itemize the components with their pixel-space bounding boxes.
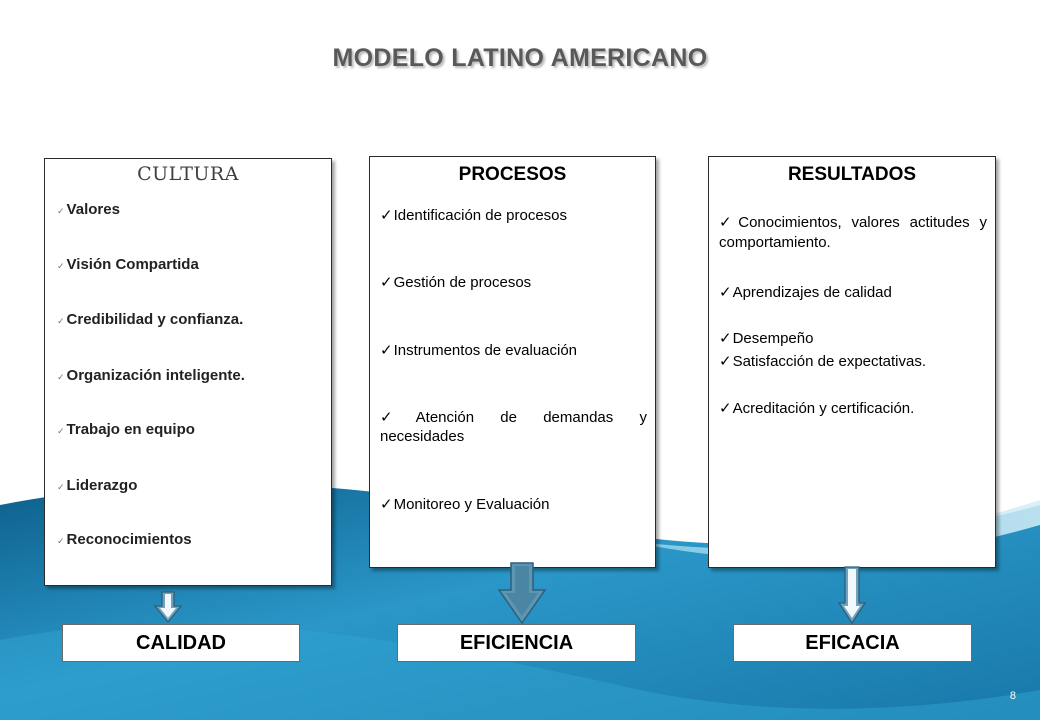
- procesos-box: PROCESOS ✓Identificación de procesos ✓Ge…: [369, 156, 656, 568]
- cultura-item-valores: ✓Valores: [57, 201, 120, 218]
- resultados-item-acreditacion: ✓Acreditación y certificación.: [719, 400, 915, 417]
- procesos-item-identificacion: ✓Identificación de procesos: [380, 207, 568, 224]
- check-icon: ✓: [57, 372, 65, 382]
- resultados-item-aprendizajes: ✓Aprendizajes de calidad: [719, 284, 892, 301]
- cultura-box: CULTURA ✓Valores ✓Visión Compartida ✓Cre…: [44, 158, 332, 586]
- down-arrow-icon: [838, 566, 866, 624]
- cultura-item-trabajo: ✓Trabajo en equipo: [57, 421, 195, 438]
- resultados-item-conocimientos: ✓Conocimientos, valores actitudes y comp…: [719, 214, 987, 251]
- check-icon: ✓: [719, 330, 732, 347]
- outcome-eficacia: EFICACIA: [733, 624, 972, 662]
- page-number: 8: [1009, 690, 1016, 702]
- cultura-item-organizacion: ✓Organización inteligente.: [57, 367, 245, 384]
- procesos-item-instrumentos: ✓Instrumentos de evaluación: [380, 342, 578, 359]
- check-icon: ✓: [57, 316, 65, 326]
- check-icon: ✓: [719, 214, 738, 231]
- down-arrow-icon: [498, 562, 546, 624]
- procesos-item-monitoreo: ✓Monitoreo y Evaluación: [380, 496, 550, 513]
- outcome-eficiencia: EFICIENCIA: [397, 624, 636, 662]
- cultura-item-credibilidad: ✓Credibilidad y confianza.: [57, 311, 244, 328]
- outcome-calidad: CALIDAD: [62, 624, 300, 662]
- cultura-heading: CULTURA: [137, 163, 239, 185]
- check-icon: ✓: [719, 353, 732, 370]
- check-icon: ✓: [380, 207, 393, 224]
- check-icon: ✓: [719, 284, 732, 301]
- resultados-heading: RESULTADOS: [787, 164, 917, 185]
- check-icon: ✓: [380, 496, 393, 513]
- check-icon: ✓: [57, 426, 65, 436]
- procesos-item-gestion: ✓Gestión de procesos: [380, 274, 532, 291]
- procesos-heading: PROCESOS: [458, 164, 567, 185]
- cultura-item-vision: ✓Visión Compartida: [57, 256, 199, 273]
- resultados-item-desempeno: ✓Desempeño: [719, 330, 814, 347]
- slide-title: MODELO LATINO AMERICANO: [332, 44, 708, 72]
- cultura-item-reconocimientos: ✓Reconocimientos: [57, 531, 192, 548]
- procesos-item-atencion: ✓Atención de demandas y necesidades: [380, 409, 647, 445]
- check-icon: ✓: [380, 342, 393, 359]
- check-icon: ✓: [57, 536, 65, 546]
- check-icon: ✓: [57, 261, 65, 271]
- check-icon: ✓: [380, 274, 393, 291]
- cultura-item-liderazgo: ✓Liderazgo: [57, 477, 138, 494]
- down-arrow-icon: [154, 591, 182, 623]
- resultados-box: RESULTADOS ✓Conocimientos, valores actit…: [708, 156, 996, 568]
- check-icon: ✓: [380, 409, 415, 426]
- resultados-item-satisfaccion: ✓Satisfacción de expectativas.: [719, 353, 927, 370]
- check-icon: ✓: [719, 400, 732, 417]
- check-icon: ✓: [57, 206, 65, 216]
- check-icon: ✓: [57, 482, 65, 492]
